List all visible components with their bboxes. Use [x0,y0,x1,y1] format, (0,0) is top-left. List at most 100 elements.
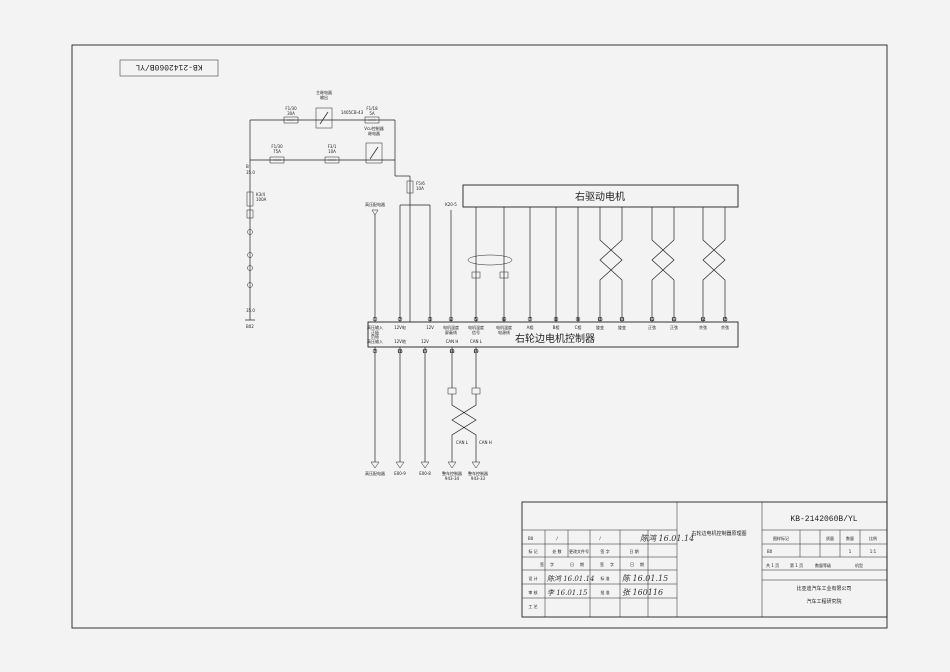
pin-number: 12 [649,317,655,322]
pin-label: 电机温度 [468,324,484,330]
relay-ctrl: Vcu控制器 继电器 [364,125,384,164]
pin-number: 10 [597,317,603,322]
svg-text:/: / [556,536,558,541]
svg-text:35.0: 35.0 [246,308,255,313]
terminal-5-icon [471,461,481,469]
pin-marker-icon [597,316,603,322]
pin-label: 高压输入 [367,324,383,330]
controller-pin-bottom: CAN L19 [470,339,483,354]
pin-marker-icon [372,316,378,322]
svg-text:审 核: 审 核 [528,589,537,595]
svg-text:陈鸿 16.01.14: 陈鸿 16.01.14 [640,534,694,543]
svg-text:5A: 5A [369,111,375,116]
pin-label: 旋变 [596,324,604,330]
pin-marker-icon [501,316,507,322]
pin-number: 7 [529,317,532,322]
pin-label: 余弦 [721,324,729,330]
pin-number: 14 [700,317,706,322]
svg-text:张 160116: 张 160116 [622,588,663,597]
pin-label: C相 [575,324,582,330]
pin-label: 12V [426,325,434,330]
rotated-drawing-number-box: KB-2142060B/YL [119,59,219,77]
drive-motor-title: 右驱动电机 [575,190,625,203]
svg-text:继电器: 继电器 [368,130,380,136]
bottom-wires: CAN L CAN H 高压配电器 E00-9 E00-8 整车控制器 943-… [365,347,492,481]
svg-text:数量等级: 数量等级 [815,562,831,568]
pin-sublabel: 信号 [472,329,480,335]
svg-text:期: 期 [640,561,644,567]
svg-text:标 记: 标 记 [528,548,537,554]
terminal-3-icon [420,461,430,469]
pin-label: 电机温度 [443,324,459,330]
svg-text:李 16.01.15: 李 16.01.15 [547,589,588,597]
svg-text:共 1 页: 共 1 页 [766,562,779,568]
svg-text:签: 签 [600,561,604,567]
svg-text:数量: 数量 [846,535,854,541]
pin-marker-icon [527,316,533,322]
title-drawing-title: 右轮边电机控制器原理图 [691,530,746,537]
svg-text:943-33: 943-33 [471,476,486,481]
company-name: 比亚迪汽车工业有限公司 [796,585,851,592]
pin-label: CAN H [446,339,459,344]
svg-text:100A: 100A [256,197,267,202]
pin-label: B相 [553,324,560,330]
institute-name: 汽车工程研究院 [806,598,841,605]
fuse-2: F1/18 5A [364,106,380,124]
pin-number: 4 [450,317,453,322]
controller-pin-top: 7A相 [527,316,533,330]
svg-text:标 准: 标 准 [600,575,609,581]
pin-number: 9 [577,317,580,322]
title-drawing-number: KB-2142060B/YL [790,515,857,524]
svg-text:F1/30: F1/30 [271,144,283,149]
fuse-1: F1/30 30A [283,106,299,124]
pin-marker-icon [619,316,625,322]
pin-number: 3 [429,317,432,322]
pin-number: 15 [722,317,728,322]
svg-text:高压配电器: 高压配电器 [365,201,385,207]
svg-text:F3/1: F3/1 [328,144,337,149]
svg-text:K3/4: K3/4 [256,192,266,197]
svg-text:主继电器: 主继电器 [316,89,332,95]
svg-text:F5/6: F5/6 [416,181,425,186]
svg-text:1: 1 [849,549,852,554]
svg-text:E00-8: E00-8 [419,471,431,476]
terminal-2-icon [395,461,405,469]
pin-number: 2 [399,317,402,322]
svg-text:更改文件号: 更改文件号 [569,548,589,554]
svg-text:Vcu控制器: Vcu控制器 [364,125,383,131]
svg-text:75A: 75A [273,149,281,154]
svg-text:CAN L: CAN L [456,440,469,445]
pin-number: 6 [503,317,506,322]
controller-pin-top: 3 12V [426,316,434,330]
pin-number: 13 [671,317,677,322]
pin-number: 11 [619,317,625,322]
pin-label: 正弦 [648,324,656,330]
rotated-drawing-number: KB-2142060B/YL [135,62,202,71]
svg-text:F1/18: F1/18 [366,106,378,111]
svg-text:B0: B0 [767,549,773,554]
svg-text:日: 日 [630,562,634,567]
svg-text:B02: B02 [246,324,254,329]
svg-text:第 1 页: 第 1 页 [790,562,803,568]
svg-text:10A: 10A [328,149,336,154]
pin-marker-icon [575,316,581,322]
svg-text:E00-9: E00-9 [394,471,406,476]
pin-marker-icon [649,316,655,322]
pin-label: 12V电 [394,324,406,330]
svg-text:10A: 10A [416,186,424,191]
svg-text:/: / [599,536,601,541]
pin-marker-icon [397,316,403,322]
pin-marker-icon [553,316,559,322]
svg-text:CAN H: CAN H [479,440,492,445]
controller-pin-top: 2 12V电 [394,316,406,330]
pin-label: 余弦 [699,324,707,330]
pin-label: 12V [421,339,429,344]
pin-marker-icon [722,316,728,322]
controller-pin-top: 9C相 [575,316,582,330]
svg-text:批 准: 批 准 [600,589,609,595]
svg-text:K20-5: K20-5 [445,202,457,207]
svg-text:943-34: 943-34 [445,476,460,481]
pin-label: CAN L [470,339,483,344]
